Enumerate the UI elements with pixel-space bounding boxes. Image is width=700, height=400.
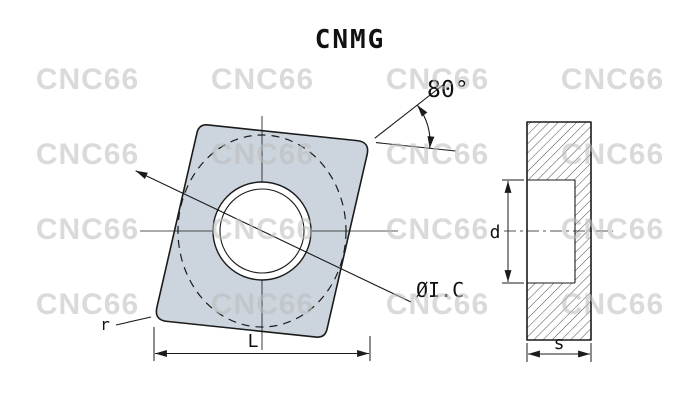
hatch-area-right [575, 180, 591, 283]
angle-extension-line-side [374, 83, 446, 139]
length-label: L [248, 331, 259, 352]
ic-label: ØI.C [416, 278, 464, 302]
side-view: d s [490, 121, 613, 362]
inscribed-circle [177, 134, 347, 328]
hatch-area-bottom [527, 283, 591, 340]
corner-radius-leader [115, 316, 152, 326]
thickness-label: s [554, 333, 565, 354]
angle-arc [416, 104, 435, 149]
hatch-area-top [527, 122, 591, 180]
angle-extension-line-top [375, 142, 456, 152]
hole-diameter-label: d [490, 222, 501, 243]
angle-label: 80° [427, 77, 469, 103]
ic-diameter-line [135, 170, 412, 303]
corner-radius-label: r [100, 315, 110, 334]
page-title: CNMG [315, 25, 386, 55]
front-view: ØI.C 80° r L [100, 77, 469, 361]
